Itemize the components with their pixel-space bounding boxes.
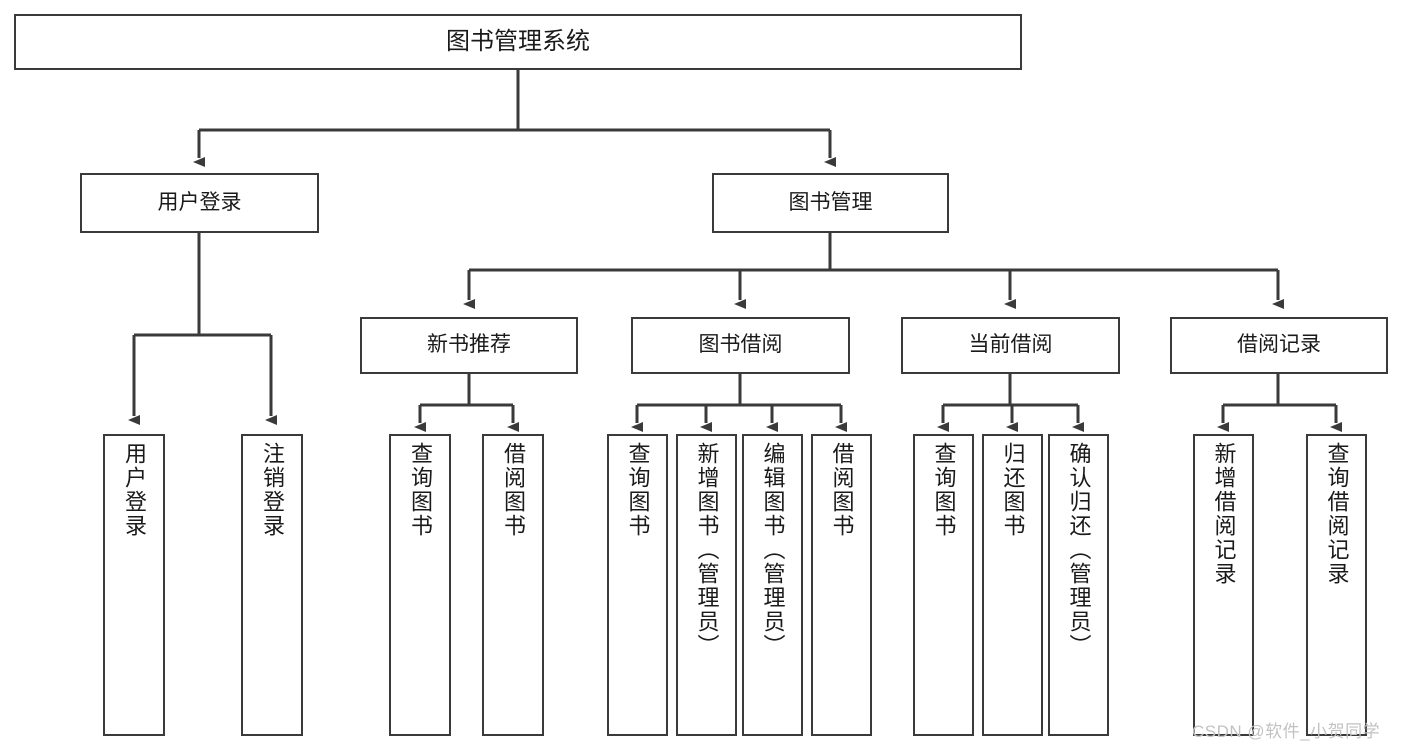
node-borrow-record-label: 借阅记录 [1237,333,1321,357]
node-user-login-label: 用户登录 [157,190,242,214]
node-leaf-return-book[interactable]: 归还图书 [982,434,1043,736]
node-leaf-logout[interactable]: 注销登录 [241,434,303,736]
node-root-label: 图书管理系统 [446,27,590,55]
node-leaf-query-book-1[interactable]: 查询图书 [389,434,451,736]
node-leaf-confirm-return[interactable]: 确认归还（管理员） [1048,434,1109,736]
node-leaf-edit-book-label: 编辑图书（管理员） [760,442,786,658]
node-leaf-add-book-label: 新增图书（管理员） [694,442,720,658]
node-book-management-label: 图书管理 [788,190,873,214]
node-leaf-query-book-3-label: 查询图书 [931,442,957,538]
node-root[interactable]: 图书管理系统 [14,14,1022,70]
node-leaf-query-book-2[interactable]: 查询图书 [607,434,668,736]
node-leaf-user-login[interactable]: 用户登录 [103,434,165,736]
node-leaf-confirm-return-label: 确认归还（管理员） [1066,442,1092,658]
node-book-borrow[interactable]: 图书借阅 [631,317,850,374]
node-book-management[interactable]: 图书管理 [712,173,949,233]
node-current-borrow[interactable]: 当前借阅 [901,317,1120,374]
node-leaf-borrow-book-1-label: 借阅图书 [501,442,526,538]
node-leaf-borrow-book-2[interactable]: 借阅图书 [811,434,872,736]
node-leaf-query-record[interactable]: 查询借阅记录 [1306,434,1367,736]
node-user-login[interactable]: 用户登录 [80,173,319,233]
node-leaf-query-record-label: 查询借阅记录 [1324,442,1350,586]
node-borrow-record[interactable]: 借阅记录 [1170,317,1388,374]
node-leaf-edit-book[interactable]: 编辑图书（管理员） [742,434,803,736]
node-leaf-add-record-label: 新增借阅记录 [1211,442,1237,586]
node-leaf-query-book-1-label: 查询图书 [408,442,433,538]
node-current-borrow-label: 当前借阅 [968,333,1053,357]
node-leaf-query-book-2-label: 查询图书 [625,442,651,538]
node-leaf-return-book-label: 归还图书 [1000,442,1026,538]
node-leaf-borrow-book-1[interactable]: 借阅图书 [482,434,544,736]
node-leaf-user-login-label: 用户登录 [122,442,147,538]
node-book-borrow-label: 图书借阅 [698,333,783,357]
node-new-book-recommend-label: 新书推荐 [427,333,511,357]
node-leaf-borrow-book-2-label: 借阅图书 [829,442,855,538]
node-leaf-add-book[interactable]: 新增图书（管理员） [676,434,737,736]
node-new-book-recommend[interactable]: 新书推荐 [360,317,578,374]
node-leaf-logout-label: 注销登录 [260,442,285,538]
node-leaf-add-record[interactable]: 新增借阅记录 [1193,434,1254,736]
csdn-watermark: CSDN @软件_小贺同学 [1192,722,1381,741]
node-leaf-query-book-3[interactable]: 查询图书 [913,434,974,736]
